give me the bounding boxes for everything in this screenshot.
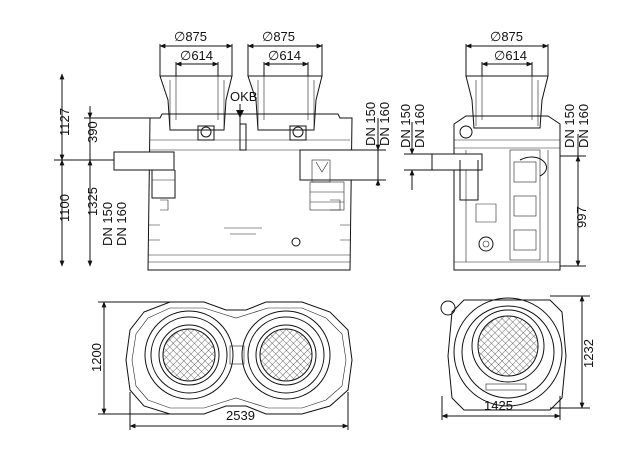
left-shaft bbox=[159, 75, 233, 131]
side-tank-body bbox=[453, 115, 561, 271]
side-pipe-left-dn150: DN 150 bbox=[398, 104, 413, 148]
side-shaft bbox=[465, 75, 549, 129]
inlet-pipe-left bbox=[113, 151, 176, 199]
pipe-right-dn150: DN 150 bbox=[363, 102, 378, 146]
plan-double-outline bbox=[125, 301, 353, 415]
plan-manhole-right bbox=[241, 310, 331, 400]
plan-dim-1425: 1425 bbox=[484, 398, 513, 413]
pipe-left-dn160: DN 160 bbox=[114, 202, 129, 246]
dim-1325: 1325 bbox=[85, 187, 100, 216]
plan-dim-1200: 1200 bbox=[89, 343, 104, 372]
plan-manhole-left bbox=[144, 310, 234, 400]
side-pipe-right-dn150: DN 150 bbox=[562, 104, 577, 148]
plan-dim-2539: 2539 bbox=[226, 408, 255, 423]
plan-dim-1232: 1232 bbox=[581, 339, 596, 368]
plan-single-outline bbox=[447, 299, 567, 411]
plan-view-double: 2539 1200 bbox=[89, 301, 353, 430]
right-shaft bbox=[247, 75, 323, 131]
dim-1127: 1127 bbox=[57, 108, 72, 136]
plan-manhole-single bbox=[453, 297, 563, 407]
side-elevation-view: ∅875 ∅614 DN 150 DN 160 DN 150 DN 160 99… bbox=[398, 29, 591, 271]
front-elevation-view: ∅875 ∅614 ∅875 ∅614 OKB 1127 1100 390 13… bbox=[54, 29, 392, 271]
dim-dia-outer-left: ∅875 bbox=[174, 29, 207, 44]
side-dim-997: 997 bbox=[574, 206, 589, 228]
dim-dia-inner-right: ∅614 bbox=[268, 48, 301, 63]
dim-dia-outer-right: ∅875 bbox=[262, 29, 295, 44]
dim-1100: 1100 bbox=[57, 194, 72, 222]
pipe-left-dn150: DN 150 bbox=[100, 202, 115, 246]
side-dim-dia-inner: ∅614 bbox=[494, 48, 527, 63]
dim-dia-inner-left: ∅614 bbox=[180, 48, 213, 63]
pipe-right-dn160: DN 160 bbox=[377, 102, 392, 146]
outlet-pipe-right bbox=[299, 149, 379, 211]
dim-390: 390 bbox=[85, 121, 100, 143]
side-pipe-left-dn160: DN 160 bbox=[412, 104, 427, 148]
okb-label: OKB bbox=[230, 89, 257, 104]
plan-view-single: 1425 1232 bbox=[440, 295, 596, 420]
tank-body bbox=[147, 113, 353, 271]
side-dim-dia-outer: ∅875 bbox=[490, 29, 523, 44]
side-pipe-right-dn160: DN 160 bbox=[576, 104, 591, 148]
